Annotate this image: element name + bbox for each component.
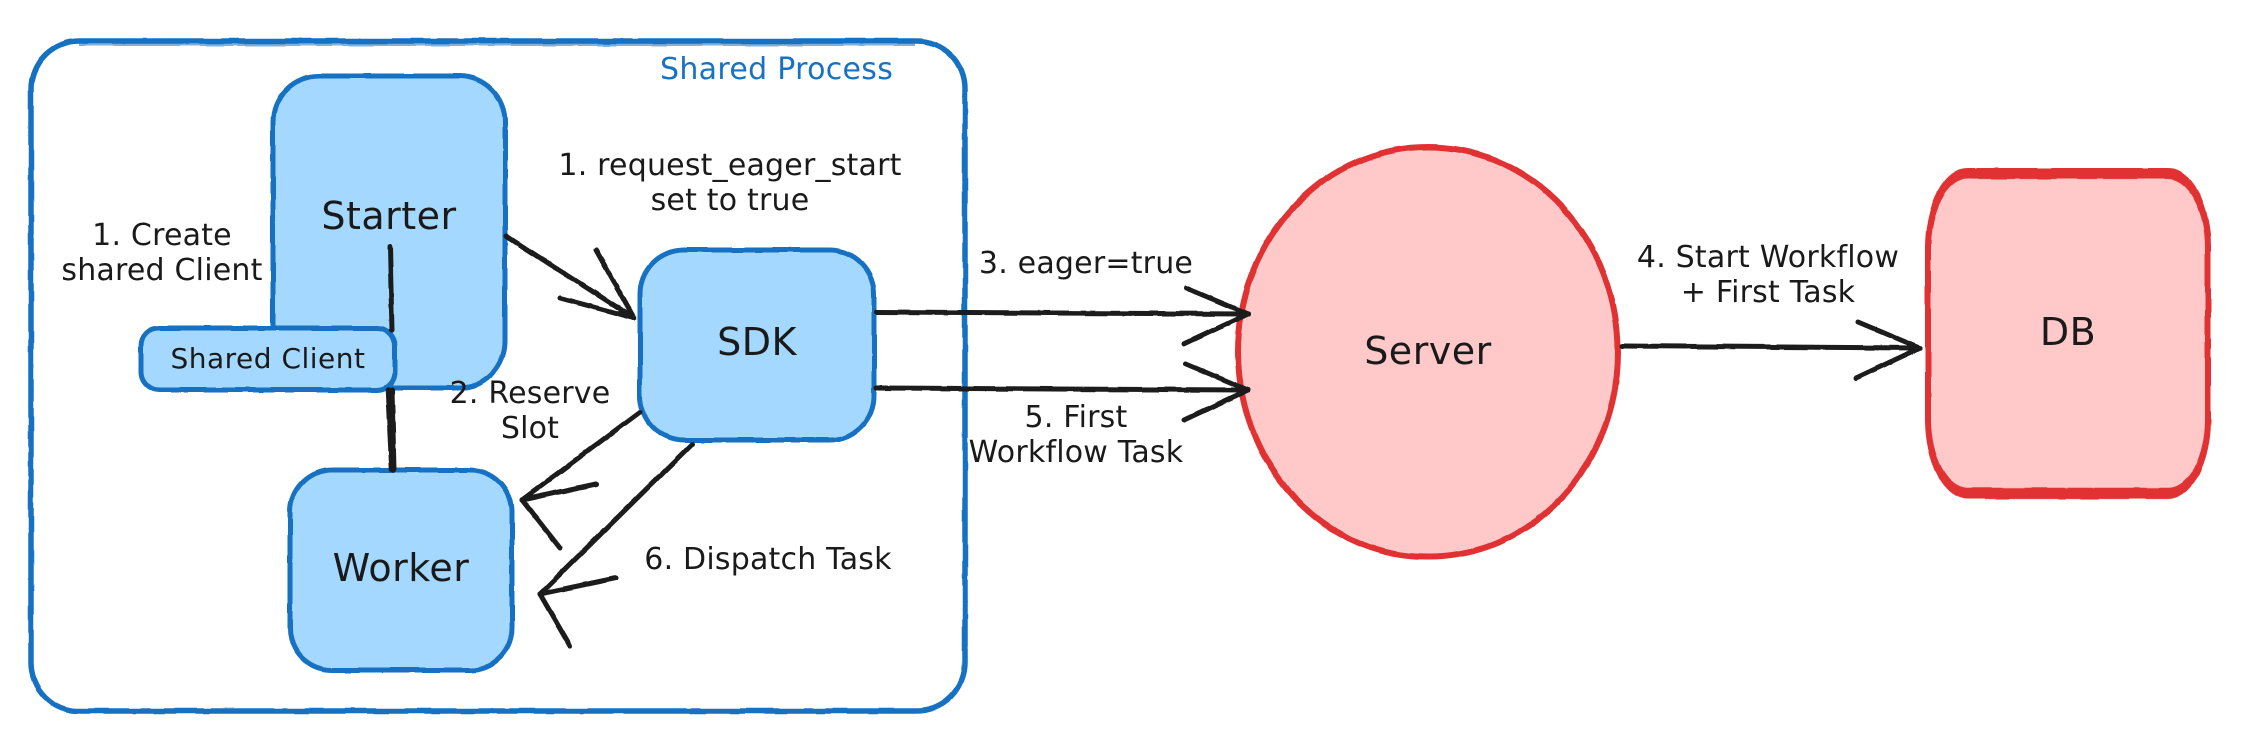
- node-shapes-red: [1235, 144, 2211, 560]
- edge-label-start-workflow: 4. Start Workflow + First Task: [1636, 240, 1900, 311]
- group-title-shared-process: Shared Process: [660, 52, 894, 87]
- node-starter-label: Starter: [321, 194, 457, 238]
- node-shared-client[interactable]: Shared Client: [141, 328, 395, 390]
- node-server-label: Server: [1364, 329, 1492, 373]
- node-starter[interactable]: Starter: [273, 76, 505, 388]
- edge-label-dispatch-task: 6. Dispatch Task: [644, 542, 892, 577]
- node-sdk[interactable]: SDK: [640, 250, 874, 440]
- node-db-label: DB: [2039, 310, 2097, 354]
- node-shared-client-label: Shared Client: [170, 342, 366, 375]
- connector-lines: [385, 233, 1923, 649]
- edge-label-eager-true: 3. eager=true: [978, 246, 1194, 281]
- node-sdk-label: SDK: [717, 320, 797, 364]
- node-worker[interactable]: Worker: [290, 470, 512, 670]
- edge-label-create-shared-client: 1. Create shared Client: [61, 218, 263, 289]
- shared-process-container: [28, 38, 968, 714]
- node-server[interactable]: Server: [1238, 147, 1618, 557]
- edge-label-first-workflow-task: 5. First Workflow Task: [968, 400, 1184, 471]
- edge-label-reserve-slot: 2. Reserve Slot: [449, 376, 611, 447]
- node-db[interactable]: DB: [1928, 170, 2208, 490]
- edge-label-request-eager-start: 1. request_eager_start set to true: [558, 148, 902, 219]
- node-worker-label: Worker: [332, 546, 470, 590]
